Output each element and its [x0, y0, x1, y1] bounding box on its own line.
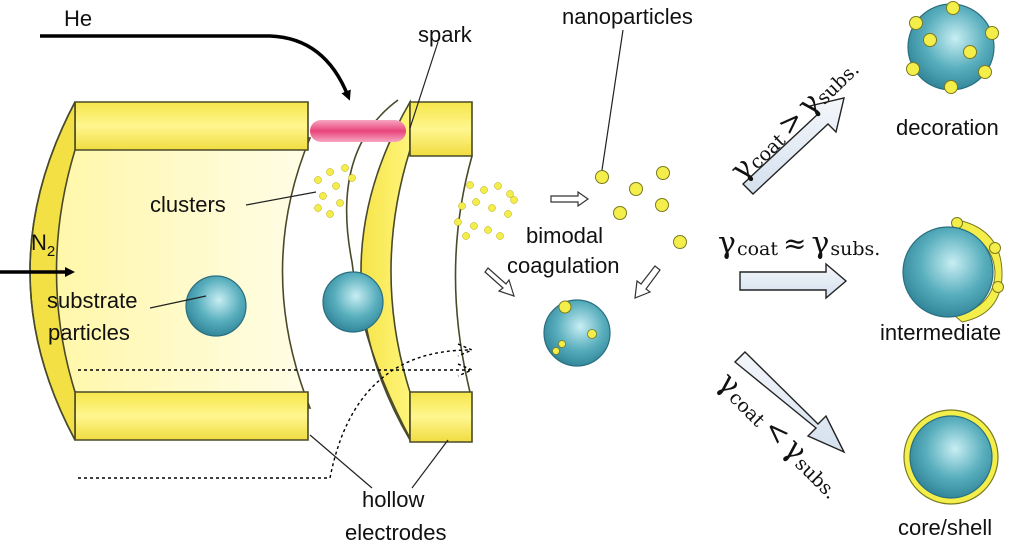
relation-approx: γcoat≈γsubs. [718, 226, 880, 261]
coagulation-arrows [484, 190, 661, 299]
coagulated-particle [543, 299, 611, 367]
substrate-particle-left [185, 275, 247, 337]
outcome-arrows [733, 97, 848, 454]
helium-flow-arrow [40, 34, 351, 101]
label-intermediate: intermediate [880, 320, 1001, 345]
label-bimodal: bimodal [526, 223, 603, 248]
arrow-to-core-shell [733, 351, 846, 454]
label-particles: particles [48, 320, 130, 345]
label-n2-base: N [31, 230, 47, 255]
label-substrate: substrate [47, 288, 138, 313]
cluster-dots [314, 164, 356, 218]
label-n2-sub: 2 [47, 243, 55, 260]
leader-lines [149, 29, 624, 489]
dotted-flow-lines [78, 343, 474, 479]
decoration-particle [906, 1, 999, 94]
arrow-to-decoration [741, 97, 845, 195]
label-coagulation: coagulation [507, 253, 620, 278]
relation-greater: γcoat>γsubs. [723, 50, 864, 188]
cluster-dots-outlet [454, 181, 518, 240]
label-clusters: clusters [150, 192, 226, 217]
label-nanoparticles: nanoparticles [562, 4, 693, 29]
intermediate-particle [902, 217, 1004, 323]
label-hollow: hollow [362, 487, 424, 512]
nanoparticles [595, 166, 687, 249]
left-hollow-electrode [29, 101, 312, 441]
label-spark: spark [418, 22, 473, 47]
core-shell-particle [903, 409, 999, 505]
substrate-particle-right [322, 271, 384, 333]
label-electrodes: electrodes [345, 520, 447, 544]
label-n2: N2 [31, 230, 55, 260]
label-decoration: decoration [896, 115, 999, 140]
right-hollow-electrode [345, 99, 473, 443]
label-he: He [64, 6, 92, 31]
arrow-to-intermediate [739, 262, 848, 300]
spark-discharge [310, 120, 406, 142]
label-core-shell: core/shell [898, 515, 992, 540]
